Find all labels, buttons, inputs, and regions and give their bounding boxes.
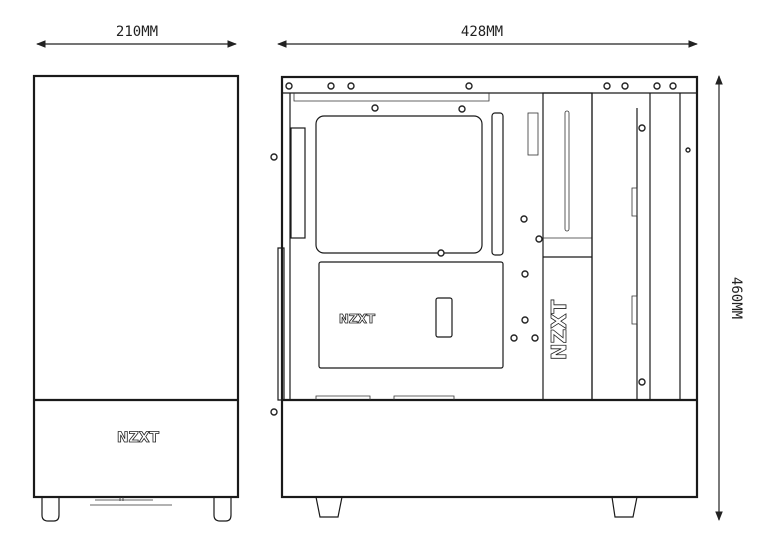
screw-icon [521,316,529,324]
screw-icon [621,82,629,90]
front-logo: NZXT [117,430,160,446]
rear-fan [290,127,306,239]
front-clips [631,187,638,325]
side-view: NZXT NZXT [270,75,699,518]
height-label: 460MM [728,277,744,319]
screw-icon [653,82,661,90]
screw-icon [510,334,518,342]
side-foot-rear [315,496,343,518]
screw-icon [669,82,677,90]
screw-icon [638,378,646,386]
screws [285,82,691,386]
front-panel-outline [32,74,240,499]
front-foot-right [213,497,232,522]
screw-icon [535,235,543,243]
screw-icon [521,270,529,278]
top-fan-bracket [293,93,490,102]
side-foot-front [611,496,638,518]
cpu-cutout [315,115,483,254]
front-bottom-filter [90,497,172,506]
screw-icon [285,82,293,90]
screw-icon [371,104,379,112]
front-foot-left [41,497,60,522]
screw-icon [347,82,355,90]
screw-icon [458,105,466,113]
width-dimension: 210MM [36,24,237,48]
motherboard-tray-cover [318,261,504,369]
thumb-screw-icon [270,408,278,416]
front-view: NZXT [32,74,240,522]
screw-icon [327,82,335,90]
depth-label: 428MM [461,24,503,40]
height-dimension: 460MM [715,75,744,521]
cable-slot [491,112,504,256]
screw-icon [531,334,539,342]
width-label: 210MM [116,24,158,40]
grommet-strip [564,110,570,232]
screw-icon [603,82,611,90]
thumb-screw-icon [270,153,278,161]
screw-icon [437,249,445,257]
tray-bracket [435,297,453,338]
shroud-logo: NZXT [547,299,571,360]
psu-vents [315,395,455,400]
depth-dimension: 428MM [277,24,698,48]
connector-block [527,112,539,156]
screw-icon [520,215,528,223]
side-outline [280,75,699,499]
expansion-slots [277,247,285,401]
screw-icon [638,124,646,132]
screw-icon [465,82,473,90]
tray-logo: NZXT [339,312,376,326]
screw-icon [685,147,691,153]
